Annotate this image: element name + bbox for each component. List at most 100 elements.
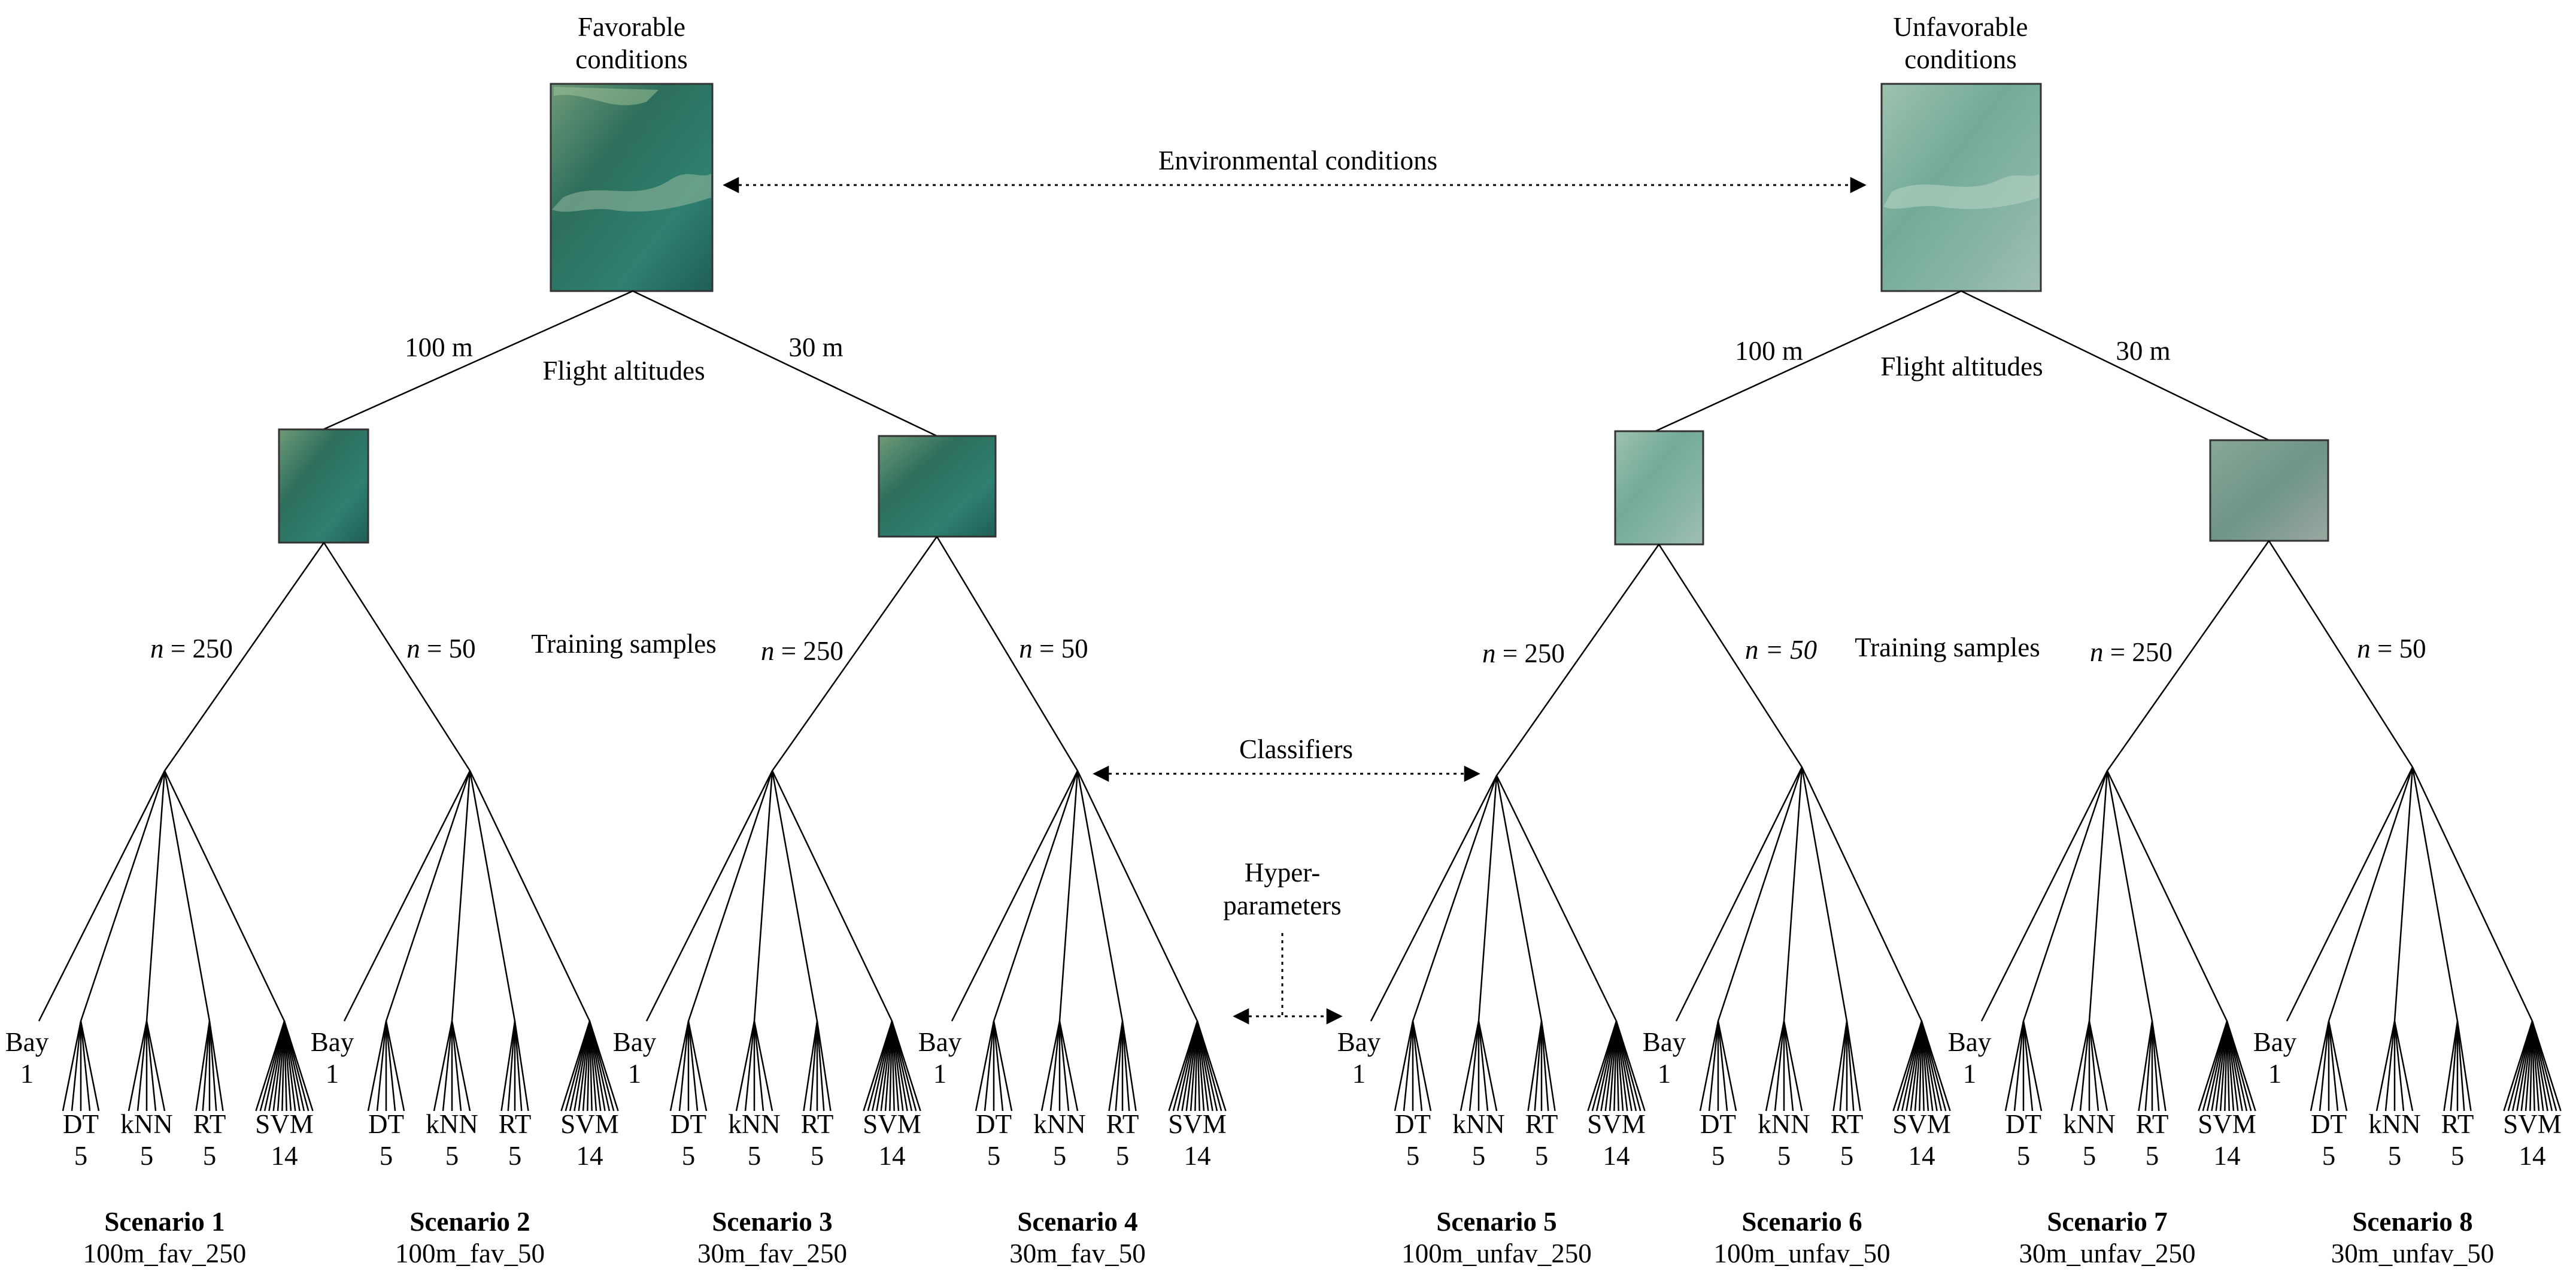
classifier-label: kNN <box>120 1109 173 1139</box>
classifier-label: SVM <box>2503 1109 2562 1139</box>
hyperparameter-branch <box>71 1020 82 1112</box>
hyperparameter-branch <box>208 1020 224 1112</box>
hyperparameter-branch <box>385 1020 396 1112</box>
hyperparameter-branch <box>128 1020 148 1112</box>
hyperparameter-branch <box>2443 1020 2459 1112</box>
classifier-count: 1 <box>20 1059 34 1089</box>
classifier-count: 5 <box>380 1141 393 1171</box>
classifier-label: kNN <box>426 1109 478 1139</box>
unfav-flight-altitudes-label: Flight altitudes <box>1880 352 2043 381</box>
hyperparameter-branch <box>1765 1020 1785 1112</box>
hyperparameter-branch <box>1615 1020 1646 1112</box>
hyperparameter-branch <box>514 1020 523 1112</box>
classifier-count: 5 <box>1712 1141 1725 1171</box>
classifier-branch <box>2411 767 2533 1022</box>
classifier-branch-bay <box>645 770 773 1022</box>
fav-training-samples-label: Training samples <box>531 629 717 659</box>
classifier-count: 5 <box>203 1141 217 1171</box>
classifier-count: 1 <box>1352 1059 1366 1089</box>
classifier-label: kNN <box>1033 1109 1086 1139</box>
classifier-branch <box>385 770 471 1022</box>
unfav-training-samples-label: Training samples <box>1855 632 2040 662</box>
hyperparameter-branch <box>507 1020 516 1112</box>
hyperparameter-branch <box>1108 1020 1124 1112</box>
classifier-branch-bay <box>951 770 1079 1022</box>
unfav-100m-image <box>1614 430 1704 546</box>
classifier-count: 14 <box>577 1141 603 1171</box>
classifier-label: SVM <box>560 1109 619 1139</box>
hyperparameter-branch <box>1121 1020 1137 1112</box>
classifier-branch <box>1076 770 1199 1022</box>
hyperparameter-branch <box>2393 1020 2414 1112</box>
classifier-count: 5 <box>748 1141 761 1171</box>
hyperparameter-branch <box>2013 1020 2025 1112</box>
scenario-code: 100m_fav_250 <box>83 1238 246 1268</box>
classifier-branch-bay <box>38 770 166 1022</box>
hyperparameter-branch <box>2456 1020 2472 1112</box>
hyperparameter-branch <box>2144 1020 2153 1112</box>
unfav-30m-image <box>2209 439 2329 542</box>
classifier-label: DT <box>1700 1109 1736 1139</box>
sample-branch <box>1658 544 1803 768</box>
hyperparameter-branch <box>1477 1020 1489 1112</box>
hyperparameter-branch <box>2328 1020 2348 1112</box>
classifier-count: 5 <box>1053 1141 1067 1171</box>
classifier-label: DT <box>1395 1109 1431 1139</box>
hyperparameter-branch <box>195 1020 211 1112</box>
hyperparameter-branch <box>1717 1020 1728 1112</box>
hyperparameter-branch <box>669 1020 690 1112</box>
classifier-label: RT <box>801 1109 834 1139</box>
fav-altitude-30: 30 m <box>788 332 843 362</box>
classifier-branch <box>753 770 773 1022</box>
unfavorable-aerial-image <box>1880 83 2042 292</box>
hyperparameter-branch <box>2151 1020 2167 1112</box>
hyperparameter-branch <box>816 1020 832 1112</box>
classifier-branch <box>163 770 286 1022</box>
classifier-count: 14 <box>271 1141 298 1171</box>
fav-altitude-100: 100 m <box>405 332 473 362</box>
classifier-count: 14 <box>1184 1141 1211 1171</box>
hyperparameter-branch <box>80 1020 91 1112</box>
hyperparameter-branch <box>1115 1020 1124 1112</box>
hyperparameter-branch <box>2022 1020 2043 1112</box>
hyperparameter-branch <box>2450 1020 2459 1112</box>
classifier-count: 14 <box>1603 1141 1630 1171</box>
sample-branch <box>2106 540 2270 771</box>
hyperparameter-branch <box>376 1020 387 1112</box>
hyperparameters-label-line2: parameters <box>1223 891 1341 920</box>
hyperparameter-branch <box>1394 1020 1414 1112</box>
sample-size-label: n = 50 <box>2357 634 2426 664</box>
hyperparameter-branch <box>803 1020 818 1112</box>
hyperparameter-branch <box>451 1020 471 1112</box>
hyperparameter-branch <box>2393 1020 2405 1112</box>
hyperparameter-branch <box>500 1020 516 1112</box>
classifier-label: Bay <box>918 1027 962 1057</box>
classifier-branch-bay <box>1980 770 2108 1022</box>
classifier-branch <box>469 770 591 1022</box>
classifier-branch <box>1783 767 1803 1022</box>
classifier-count: 5 <box>682 1141 696 1171</box>
hyperparameter-branch <box>993 1020 1013 1112</box>
hyperparameter-branch <box>208 1020 217 1112</box>
hyperparameter-branch <box>1920 1020 1951 1112</box>
hyperparameter-branch <box>2088 1020 2108 1112</box>
classifier-branch <box>80 770 166 1022</box>
hyperparameter-branch <box>514 1020 529 1112</box>
favorable-title-line2: conditions <box>575 44 688 74</box>
classifier-label: DT <box>368 1109 404 1139</box>
hyperparameter-branch <box>1708 1020 1719 1112</box>
hyperparameter-branch <box>2004 1020 2025 1112</box>
classifier-count: 5 <box>1777 1141 1791 1171</box>
classifier-branch <box>1717 767 1803 1022</box>
hyperparameter-branch <box>2151 1020 2160 1112</box>
scenario-code: 100m_unfav_50 <box>1714 1238 1891 1268</box>
hyperparameter-branch <box>735 1020 755 1112</box>
sample-branch <box>771 536 938 771</box>
classifier-count: 1 <box>933 1059 947 1089</box>
classifier-branch <box>2393 767 2414 1022</box>
hyperparameter-branch <box>993 1020 1004 1112</box>
fav-30m-image <box>878 435 997 538</box>
classifier-branch <box>163 770 211 1022</box>
